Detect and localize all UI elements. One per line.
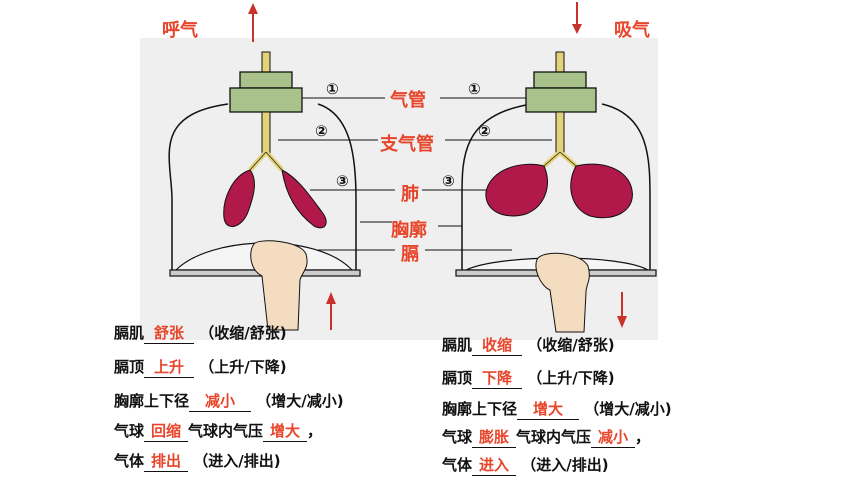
right-bell-jar: [455, 51, 657, 333]
exhale-arrow: [248, 3, 258, 42]
label-diaphragm: 膈: [401, 244, 419, 265]
left-lung-collapsed-right: [281, 169, 327, 229]
left-qa-gas: 气体排出 （进入/排出): [114, 452, 281, 472]
left-qa-thorax-diameter: 胸廓上下径减小 （增大/减小): [114, 392, 344, 412]
number-2-left: ②: [315, 122, 328, 140]
right-qa-diaphragm-muscle: 膈肌收缩 （收缩/舒张): [442, 336, 615, 356]
left-qa-diaphragm-muscle: 膈肌舒张 （收缩/舒张): [114, 324, 287, 344]
number-3-right: ③: [442, 172, 455, 190]
right-lung-expanded-left: [485, 163, 548, 217]
number-1-left: ①: [326, 80, 339, 98]
left-lung-collapsed-left: [223, 169, 255, 227]
number-3-left: ③: [336, 172, 349, 190]
number-1-right: ①: [468, 80, 481, 98]
label-trachea: 气管: [390, 90, 426, 111]
inhale-title: 吸气: [614, 20, 650, 41]
number-2-right: ②: [478, 122, 491, 140]
push-up-arrow: [326, 292, 336, 330]
pull-down-arrow: [617, 292, 627, 328]
leader-lines: [278, 97, 552, 251]
inhale-arrow: [572, 2, 582, 34]
right-qa-diaphragm-dome: 膈顶下降 （上升/下降): [442, 369, 615, 389]
left-qa-diaphragm-dome: 膈顶上升 （上升/下降): [114, 358, 287, 378]
right-qa-gas: 气体进入 （进入/排出): [442, 456, 609, 476]
left-bell-jar: [168, 51, 361, 331]
left-qa-balloon: 气球回缩气球内气压增大，: [114, 422, 323, 442]
right-lung-expanded-right: [570, 163, 633, 219]
label-lung: 肺: [401, 184, 419, 205]
right-qa-thorax-diameter: 胸廓上下径增大 （增大/减小): [442, 400, 672, 420]
label-bronchi: 支气管: [380, 134, 434, 155]
exhale-title: 呼气: [162, 20, 198, 41]
right-qa-balloon: 气球膨胀气球内气压减小，: [442, 428, 651, 448]
label-thorax: 胸廓: [391, 220, 427, 241]
